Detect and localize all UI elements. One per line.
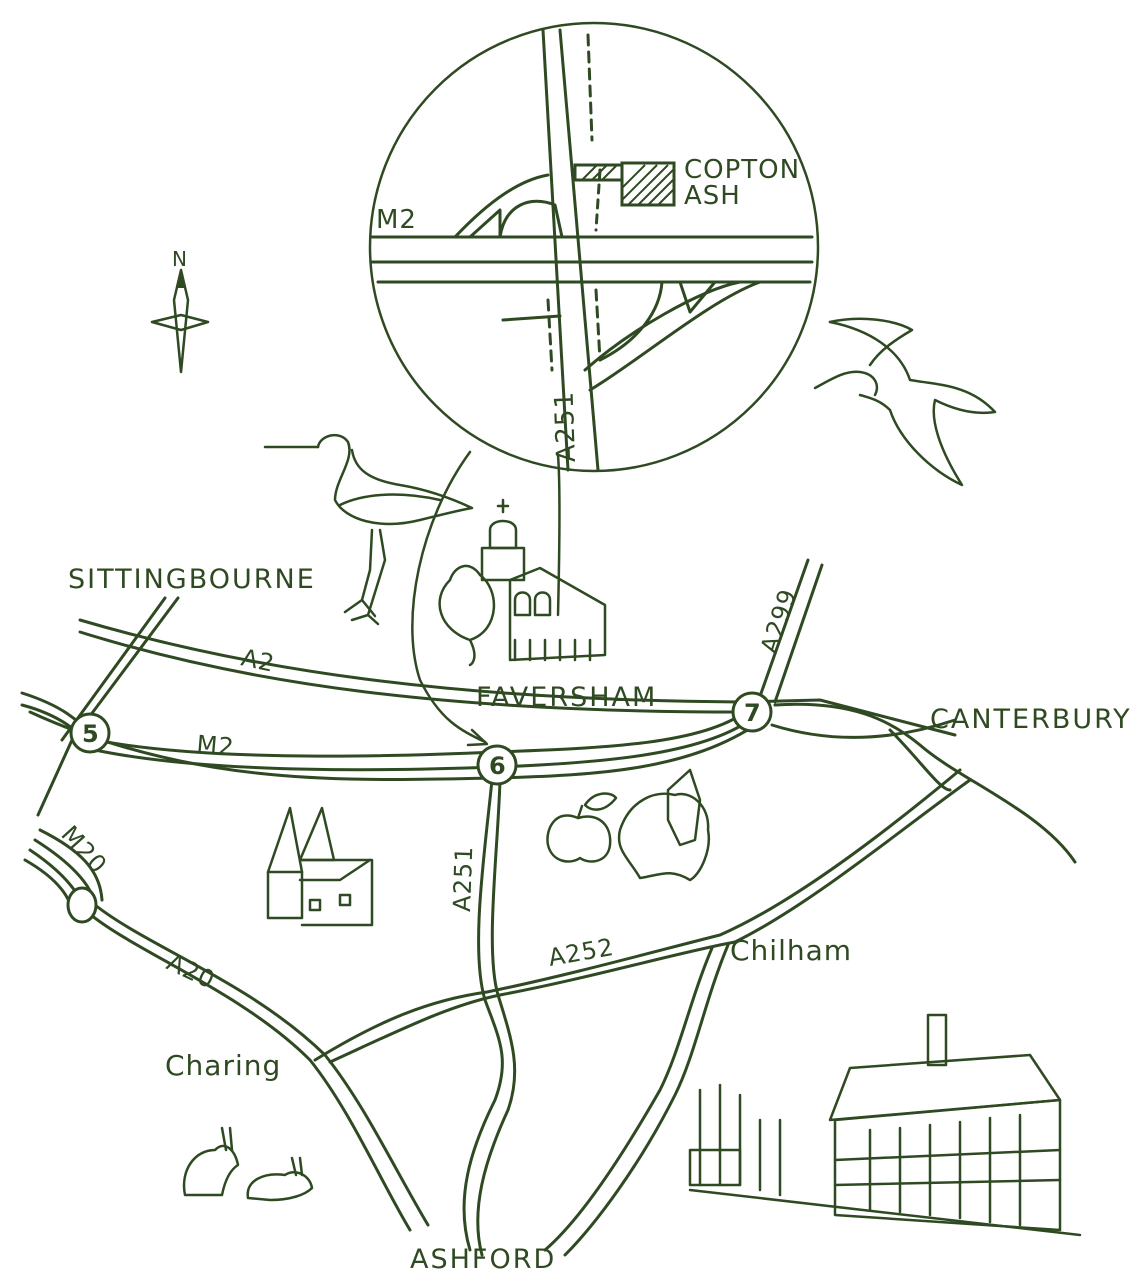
copton-ash-site: [573, 161, 676, 207]
canterbury-road: [773, 702, 1077, 864]
m20-junction-marker: [66, 886, 98, 924]
oast-house-icon: [266, 806, 374, 927]
inset-pointer-line: [411, 450, 487, 744]
faversham-label: FAVERSHAM: [476, 682, 657, 713]
junction-5-label: 5: [82, 720, 99, 748]
rabbits-icon: [182, 1126, 314, 1202]
canterbury-label: CANTERBURY: [930, 704, 1132, 735]
faversham-guildhall-icon: [438, 498, 607, 667]
sittingbourne-label: SITTINGBOURNE: [68, 564, 316, 595]
compass-rose-icon: N: [150, 247, 210, 374]
junction-6-label: 6: [489, 752, 506, 780]
north-label: N: [172, 247, 188, 271]
sittingbourne-road: [36, 596, 180, 817]
chilham-tudor-houses-icon: [688, 1013, 1082, 1237]
inset-a251-label: A251: [550, 390, 582, 462]
junction-7-marker: 7: [731, 691, 773, 733]
ash-label: ASH: [684, 181, 741, 211]
junction-6-marker: 6: [476, 744, 518, 786]
seagull-icon: [813, 317, 997, 487]
ashford-label: ASHFORD: [410, 1244, 556, 1275]
a299-road: [756, 558, 810, 704]
chilham-ashford-road: [543, 946, 714, 1252]
m20-label: M20: [56, 820, 113, 879]
redshank-bird-icon: [263, 433, 474, 626]
a252-label: A252: [546, 933, 616, 972]
inset-detail-map: M2 COPTON ASH A251: [368, 21, 820, 473]
charing-label: Charing: [165, 1049, 281, 1082]
junction-7-label: 7: [744, 699, 761, 727]
m20-motorway: [38, 828, 104, 902]
apple-icon: [546, 792, 618, 863]
a251-label: A251: [448, 845, 478, 912]
a2-road: [78, 618, 957, 737]
a251-road: [462, 778, 504, 1252]
chilham-label: Chilham: [730, 934, 852, 967]
hop-leaf-icon: [617, 768, 711, 882]
m2-label: M2: [195, 730, 235, 761]
pointer-arrowhead: [466, 728, 489, 747]
inset-m2-label: M2: [376, 205, 417, 235]
a252-road: [313, 768, 962, 1062]
junction-5-marker: 5: [69, 712, 111, 754]
copton-label: COPTON: [684, 155, 800, 185]
a2-label: A2: [239, 643, 278, 677]
faversham-pointer-line: [556, 453, 561, 617]
